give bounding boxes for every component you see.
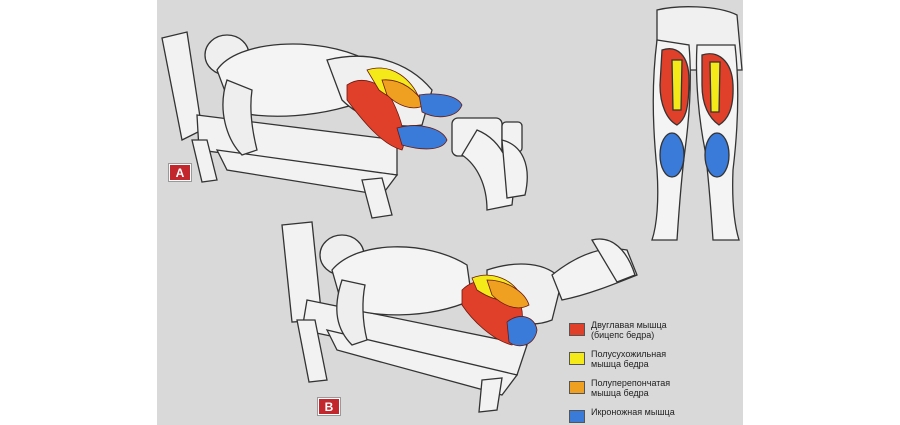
legend-label: Двуглавая мышца (бицепс бедра) bbox=[591, 320, 667, 340]
color-swatch bbox=[569, 352, 585, 365]
color-swatch bbox=[569, 381, 585, 394]
athlete-b bbox=[319, 234, 638, 346]
exercise-illustration bbox=[161, 6, 743, 413]
posterior-legs-view bbox=[651, 6, 743, 241]
legend-label: Полуперепончатая мышца бедра bbox=[591, 378, 671, 398]
legend-item-semitendinosus: Полусухожильная мышца бедра bbox=[569, 349, 741, 375]
legend-item-gastrocnemius: Икроножная мышца bbox=[569, 407, 741, 423]
legend-label: Полусухожильная мышца бедра bbox=[591, 349, 667, 369]
illustration-panel: A B Двуглавая мышца (бицепс бедра) Полус… bbox=[157, 0, 743, 425]
figure-a-badge: A bbox=[169, 164, 191, 181]
muscle-legend: Двуглавая мышца (бицепс бедра) Полусухож… bbox=[569, 320, 741, 424]
legend-item-biceps-femoris: Двуглавая мышца (бицепс бедра) bbox=[569, 320, 741, 346]
color-swatch bbox=[569, 323, 585, 336]
muscles-b bbox=[461, 274, 538, 347]
muscles-a bbox=[346, 67, 463, 151]
color-swatch bbox=[569, 410, 585, 423]
figure-b-badge: B bbox=[318, 398, 340, 415]
legend-item-semimembranosus: Полуперепончатая мышца бедра bbox=[569, 378, 741, 404]
legend-label: Икроножная мышца bbox=[591, 407, 675, 417]
